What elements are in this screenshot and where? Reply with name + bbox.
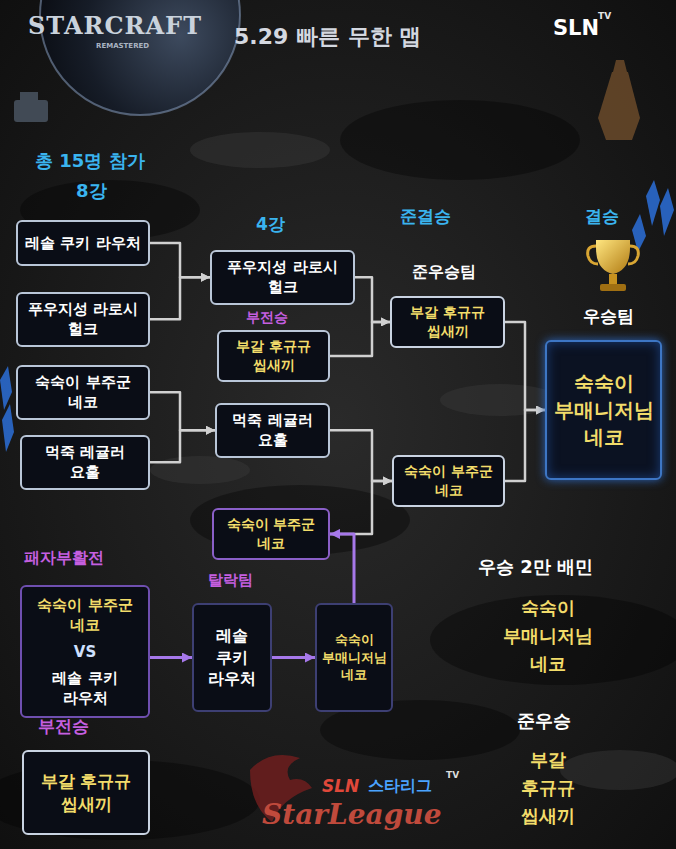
text-label: 8강 — [76, 180, 107, 202]
team-name: 레솔 쿠키 라우처 — [28, 668, 142, 709]
team-box: 숙숙이 부주군 네코 — [16, 365, 150, 420]
text-label: REMASTERED — [96, 42, 149, 50]
text-label: SLN — [322, 776, 359, 796]
trophy-icon — [588, 240, 639, 291]
team-name: 부갈 후규규 씹새끼 — [225, 337, 322, 375]
team-box: 숙숙이 부주군 네코 — [392, 455, 505, 507]
text-label: 스타리그 — [368, 776, 432, 795]
text-label: 부전승 — [246, 309, 288, 326]
team-box: 숙숙이 부주군 네코 VS 레솔 쿠키 라우처 — [20, 585, 150, 718]
text-label: TV — [446, 770, 459, 781]
winner-box: 숙숙이 부매니저님 네코 — [545, 340, 662, 480]
text-label: 총 15명 참가 — [35, 150, 145, 172]
team-name: 숙숙이 부주군 네코 — [28, 595, 142, 636]
title: 5.29 빠른 무한 맵 — [234, 24, 421, 50]
team-box: 숙숙이 부매니저님 네코 — [315, 603, 393, 712]
bracket-connector — [150, 656, 192, 659]
team-box: 먹죽 레귤러 요훌 — [215, 403, 330, 458]
text-label: 준결승 — [400, 206, 451, 226]
team-box: 푸우지성 라로시 헐크 — [210, 250, 355, 305]
text-label: TV — [598, 11, 611, 22]
bracket-connector — [330, 534, 354, 603]
team-box: 부갈 후규규 씹새끼 — [390, 296, 505, 348]
team-box: 레솔 쿠키 라우처 — [16, 220, 150, 266]
team-name: 레솔 쿠키 라우처 — [25, 233, 140, 253]
team-name: 레솔 쿠키 라우처 — [200, 625, 264, 690]
team-name: 푸우지성 라로시 헐크 — [24, 299, 142, 340]
text-label: 결승 — [585, 206, 619, 226]
bracket-connector — [150, 392, 215, 430]
text-label: 준우승팀 — [412, 262, 476, 281]
bracket-connector — [330, 322, 390, 356]
team-name: 숙숙이 부매니저님 네코 — [553, 370, 654, 451]
bracket-connector — [150, 430, 215, 462]
bracket-connector — [150, 277, 210, 319]
bracket-connector — [150, 243, 210, 277]
text-label: 탈락팀 — [208, 571, 253, 589]
team-name: 숙숙이 부주군 네코 — [24, 372, 142, 413]
team-box: 부갈 후규규 씹새끼 — [22, 750, 150, 835]
team-name: 먹죽 레귤러 요훌 — [223, 410, 322, 451]
text-label: 우승팀 — [583, 306, 634, 326]
text-label: 부갈 후규규 씹새끼 — [521, 746, 575, 830]
bracket-connector — [330, 481, 392, 534]
bracket-connector — [505, 322, 545, 410]
team-name: 먹죽 레귤러 요훌 — [28, 442, 142, 483]
team-box: 부갈 후규규 씹새끼 — [217, 330, 330, 382]
team-name: 푸우지성 라로시 헐크 — [218, 257, 347, 298]
bracket-connector — [272, 656, 315, 659]
team-box: 먹죽 레귤러 요훌 — [20, 435, 150, 490]
text-label: 4강 — [256, 214, 285, 234]
text-label: StarLeague — [262, 798, 441, 832]
text-label: STARCRAFT — [28, 12, 202, 41]
text-label: 준우승 — [517, 710, 571, 732]
team-name: 숙숙이 부주군 네코 — [400, 462, 497, 500]
bracket-connector — [505, 410, 545, 481]
text-label: SLN — [553, 16, 599, 41]
team-box: 숙숙이 부주군 네코 — [212, 508, 330, 560]
team-name: VS — [74, 642, 96, 662]
team-name: 숙숙이 부매니저님 네코 — [322, 631, 387, 684]
team-box: 레솔 쿠키 라우처 — [192, 603, 272, 712]
bracket-connector — [355, 277, 390, 322]
text-label: 우승 2만 배민 — [478, 556, 593, 578]
bracket-connector — [330, 430, 392, 481]
text-label: 숙숙이 부매니저님 네코 — [503, 594, 593, 678]
text-label: 부전승 — [38, 716, 89, 736]
team-name: 부갈 후규규 씹새끼 — [398, 303, 497, 341]
team-box: 푸우지성 라로시 헐크 — [16, 292, 150, 347]
team-name: 숙숙이 부주군 네코 — [220, 515, 322, 553]
team-name: 부갈 후규규 씹새끼 — [30, 770, 142, 816]
text-label: 패자부활전 — [24, 548, 104, 567]
